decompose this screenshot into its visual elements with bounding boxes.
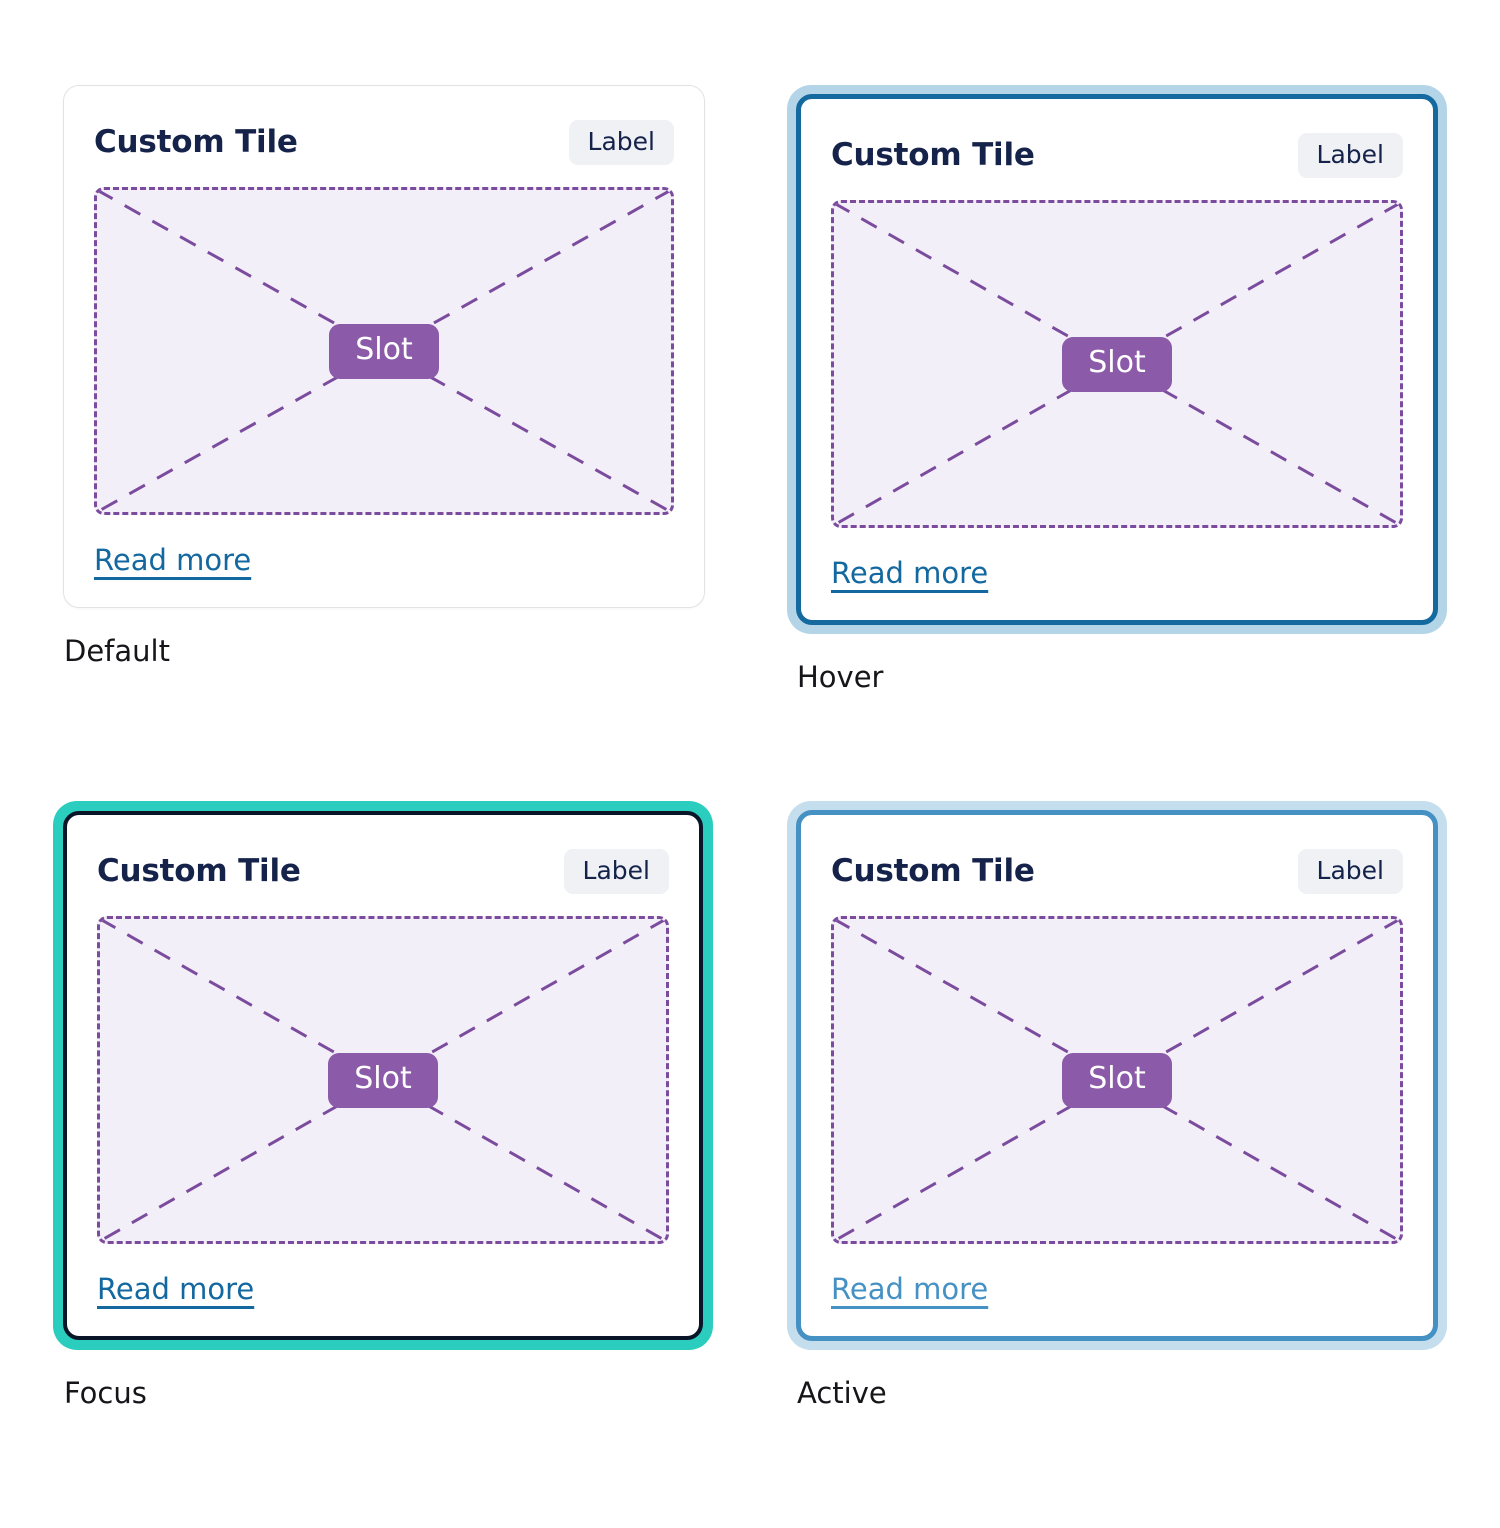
- tile-header: Custom Tile Label: [97, 849, 669, 894]
- tile-state-hover: Custom Tile Label Slot Read more Hover: [787, 85, 1447, 694]
- tile-state-focus: Custom Tile Label Slot Read more Focus: [53, 801, 713, 1410]
- custom-tile-card[interactable]: Custom Tile Label Slot Read more: [796, 94, 1438, 625]
- tile-ring-focus: Custom Tile Label Slot Read more: [53, 801, 713, 1350]
- slot-placeholder: Slot: [831, 200, 1403, 528]
- tile-ring-default: Custom Tile Label Slot Read more: [63, 85, 705, 608]
- state-caption-active: Active: [797, 1376, 887, 1410]
- slot-placeholder: Slot: [94, 187, 674, 515]
- tile-ring-hover: Custom Tile Label Slot Read more: [787, 85, 1447, 634]
- slot-chip-label: Slot: [1062, 336, 1172, 392]
- status-badge: Label: [1297, 133, 1403, 178]
- slot-chip-label: Slot: [329, 323, 439, 379]
- tile-header: Custom Tile Label: [831, 133, 1403, 178]
- custom-tile-card[interactable]: Custom Tile Label Slot Read more: [63, 85, 705, 608]
- read-more-link[interactable]: Read more: [831, 1272, 989, 1306]
- tile-header: Custom Tile Label: [94, 120, 674, 165]
- read-more-link[interactable]: Read more: [97, 1272, 255, 1306]
- tile-state-default: Custom Tile Label Slot Read more Default: [53, 85, 713, 668]
- read-more-link[interactable]: Read more: [94, 543, 252, 577]
- tile-ring-active: Custom Tile Label Slot Read more: [787, 801, 1447, 1350]
- tile-header: Custom Tile Label: [831, 849, 1403, 894]
- tile-state-active: Custom Tile Label Slot Read more Active: [787, 801, 1447, 1410]
- read-more-link[interactable]: Read more: [831, 556, 989, 590]
- state-caption-focus: Focus: [64, 1376, 147, 1410]
- tile-title: Custom Tile: [831, 137, 1035, 174]
- tile-title: Custom Tile: [831, 853, 1035, 890]
- status-badge: Label: [1297, 849, 1403, 894]
- custom-tile-card[interactable]: Custom Tile Label Slot Read more: [63, 811, 703, 1340]
- slot-placeholder: Slot: [97, 916, 669, 1244]
- slot-placeholder: Slot: [831, 916, 1403, 1244]
- custom-tile-card[interactable]: Custom Tile Label Slot Read more: [796, 810, 1438, 1341]
- slot-chip-label: Slot: [328, 1052, 438, 1108]
- state-caption-hover: Hover: [797, 660, 884, 694]
- tile-title: Custom Tile: [94, 124, 298, 161]
- tile-title: Custom Tile: [97, 853, 301, 890]
- status-badge: Label: [568, 120, 674, 165]
- status-badge: Label: [563, 849, 669, 894]
- state-caption-default: Default: [64, 634, 170, 668]
- slot-chip-label: Slot: [1062, 1052, 1172, 1108]
